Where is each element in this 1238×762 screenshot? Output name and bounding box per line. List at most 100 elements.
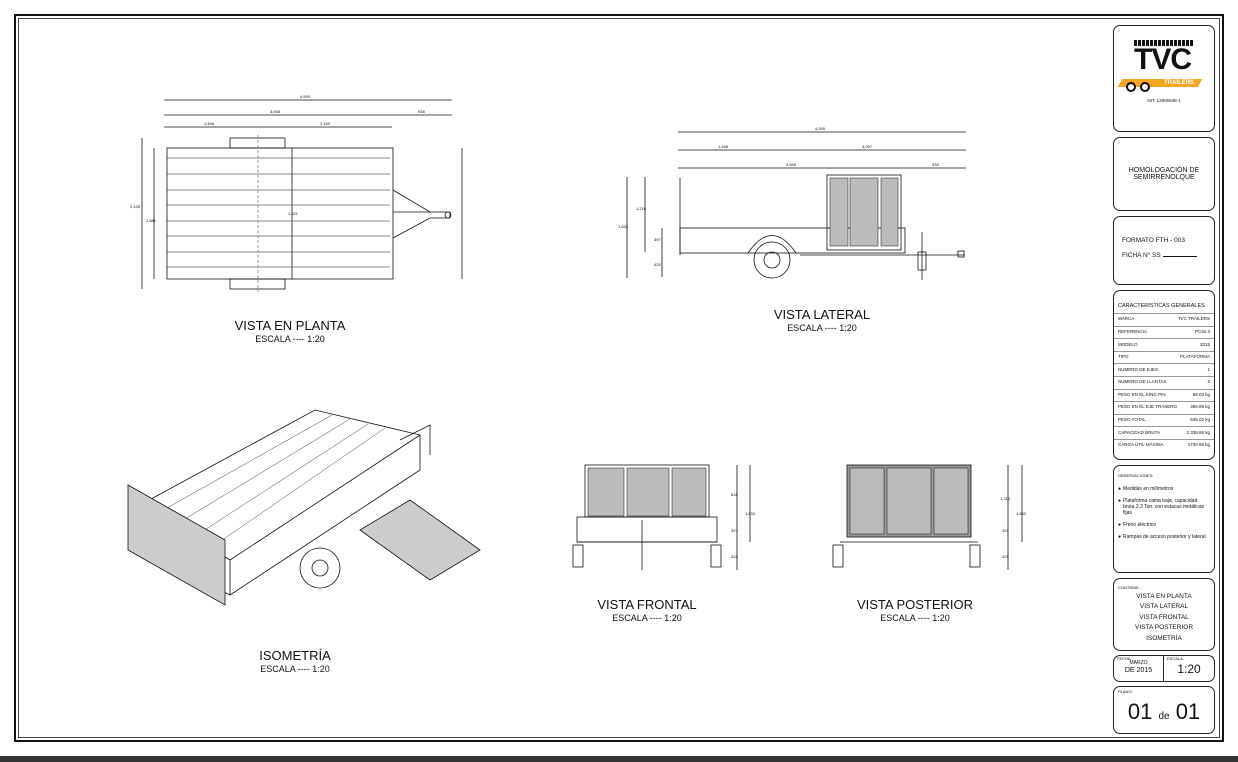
ficha-blank [1162,256,1197,257]
spec-key: CARGA ÚTIL MÁXIMA [1118,442,1164,448]
contents-item: VISTA LATERAL [1139,603,1189,611]
scale-label: ESCALA: [1167,656,1184,661]
format-code: FORMATO FTH - 003 [1122,237,1185,244]
obs-item: ●Freno eléctrico [1118,522,1210,528]
rear-dim-height: 1,633 [1016,511,1027,516]
spec-key: REFERENCIA [1118,328,1148,334]
date-scale-block: FECHA: MARZO DE 2015 ESCALA: 1:20 [1113,655,1215,682]
plan-dim-inner: 1,581 [146,218,157,223]
logo-wheel-icon [1140,82,1150,92]
iso-view-title: ISOMETRÍA [259,648,331,663]
front-dim-side: 397 [731,528,738,533]
lateral-dim-rear: 3,097 [862,144,873,149]
plan-view-title: VISTA EN PLANTA [234,318,346,333]
lateral-dim-height: 1,633 [618,224,629,229]
bullet-icon: ● [1118,498,1122,504]
plan-view-drawing: 4,595 3,658 938 1,498 2,160 2,128 1,581 … [130,94,463,292]
date-cell: FECHA: MARZO DE 2015 [1114,656,1164,681]
plan-dim-total: 4,595 [300,94,311,99]
spec-value: 366.99 kg [1190,404,1210,410]
scale-value: 1:20 [1177,662,1201,677]
format-block: FORMATO FTH - 003 FICHA N° SS [1113,216,1215,285]
plan-dim-bed: 1,621 [288,211,299,216]
plan-dim-width: 2,128 [130,204,141,209]
contents-item: VISTA EN PLANTA [1136,593,1192,600]
spec-key: PESO EN EL KING PIN [1118,391,1166,397]
rear-view-title: VISTA POSTERIOR [856,597,974,612]
bottom-bar [0,756,1238,762]
spec-value: 2.338.68 kg [1186,429,1210,435]
lateral-view-title: VISTA LATERAL [773,307,871,322]
sheet-block: PLANO: 01 de 01 [1113,686,1215,734]
rear-dim-stake: 1,216 [1000,496,1011,501]
project-title: HOMOLOGACIÓN DE SEMIRRENOLQUE [1128,167,1200,181]
logo-wheel-icon [1126,82,1136,92]
drawing-frame [14,14,1224,742]
front-view-title: VISTA FRONTAL [597,597,697,612]
logo-block: TVC TRAILERS NIT. 12906638-1 [1113,25,1215,132]
lateral-dim-stake: 1,216 [636,206,647,211]
plan-dim-rear: 2,160 [320,121,331,126]
contents-block: CONTIENE: VISTA EN PLANTA VISTA LATERAL VI… [1113,578,1215,651]
spec-key: MODELO [1118,341,1138,347]
lateral-view-drawing: 4,595 1,498 3,097 3,658 938 1,633 1,216 … [618,126,966,280]
plan-dim-tongue: 938 [418,109,425,114]
obs-item: ●Rampas de acceso posterior y lateral [1118,534,1210,540]
spec-row: MARCA TVC TRAILERS [1114,313,1214,326]
front-dim-height: 1,633 [745,511,756,516]
contents-item: VISTA FRONTAL [1139,613,1189,621]
bullet-icon: ● [1118,522,1122,528]
lateral-dim-ground: 425 [654,262,661,267]
logo-nit: NIT. 12906638-1 [1147,98,1181,103]
rear-dim-side: 397 [1002,528,1009,533]
spec-key: MARCA [1118,316,1135,322]
obs-title: OBSERVACIONES: [1118,473,1154,478]
lateral-dim-total: 4,595 [815,126,826,131]
spec-key: NUMERO DE LLANTAS [1118,379,1167,385]
spec-value: 1 [1207,366,1210,372]
bullet-icon: ● [1118,486,1122,492]
front-dim-stake: 818 [731,492,738,497]
spec-row: CARGA ÚTIL MÁXIMA 1720.66 kg [1114,438,1214,452]
sheet-label: PLANO: [1118,689,1133,694]
date-month: MARZO [1129,660,1148,667]
spec-value: 2015 [1199,341,1210,347]
date-label: FECHA: [1117,656,1132,661]
sheet-total: 01 [1175,699,1201,724]
obs-item: ●Medidas en milímetros [1118,486,1210,492]
spec-row: MODELO 2015 [1114,338,1214,351]
obs-text: Medidas en milímetros [1123,486,1174,492]
lateral-dim-axle: 1,498 [718,144,729,149]
scale-cell: ESCALA: 1:20 [1164,656,1214,681]
obs-text: Plataforma cama baja, capacidad bruta 2.… [1123,498,1205,516]
observations-block: OBSERVACIONES: ●Medidas en milímetros●Pl… [1113,465,1215,573]
spec-value: TVC TRAILERS [1177,316,1210,322]
sheet-of: de [1158,711,1170,722]
plan-dim-box: 3,658 [270,109,281,114]
contents-title: CONTIENE: [1118,585,1140,590]
specs-block: CARACTERÍSTICAS GENERALES MARCA TVC TRAIL… [1113,290,1215,460]
obs-item: ●Plataforma cama baja, capacidad bruta 2… [1118,498,1210,516]
drawing-inner-frame [18,18,1220,738]
sheet-number: 01 [1127,699,1153,724]
rear-dim-ground: 425 [1002,554,1009,559]
spec-value: 1720.66 kg [1187,442,1210,448]
rear-view-scale: ESCALA ---- 1:20 [880,613,950,623]
front-dim-ground: 425 [731,554,738,559]
obs-text: Rampas de acceso posterior y lateral [1123,534,1206,540]
plan-view-scale: ESCALA ---- 1:20 [255,334,325,344]
obs-text: Freno eléctrico [1123,522,1157,528]
front-view-drawing: 818 1,633 397 425 [572,464,756,570]
specs-title: CARACTERÍSTICAS GENERALES [1118,303,1205,309]
date-year: DE 2015 [1124,666,1153,674]
logo-sub: TRAILERS [1164,80,1194,86]
lateral-view-scale: ESCALA ---- 1:20 [787,323,857,333]
iso-view-scale: ESCALA ---- 1:20 [260,664,330,674]
spec-value: PC92.3 [1194,328,1210,334]
isometric-drawing [127,409,481,606]
